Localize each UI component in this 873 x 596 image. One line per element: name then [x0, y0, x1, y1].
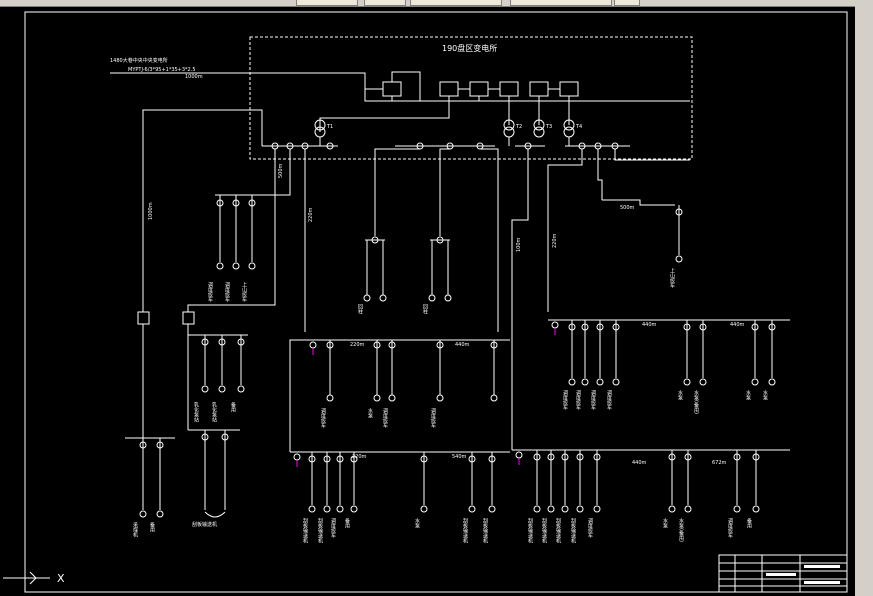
- load-label: 水泵: [762, 389, 768, 400]
- load-label: 调度绞车: [382, 407, 388, 429]
- bus-line: 440m 672m 刮板输送机 刮板输送机 刮板输送机 刮板输送机 调度绞车 水…: [512, 449, 790, 544]
- feeder-cables: 1000m 500m 220m 100m 220m: [142, 109, 690, 450]
- load-label: 刮板输送机: [462, 517, 468, 544]
- bus-length: 500m: [620, 205, 635, 211]
- load-label: 刮板输送机: [317, 517, 323, 544]
- load-label: 上山绞车: [669, 267, 675, 289]
- load-label: 刮板输送机: [192, 521, 217, 528]
- feed-length: 1000m: [185, 74, 203, 80]
- cable-length: 220m: [552, 233, 558, 248]
- load-label: 水泵: [745, 389, 751, 400]
- substation-title: 190盘区变电所: [442, 43, 497, 53]
- cable-length: 500m: [278, 163, 284, 178]
- incoming-feed: 1480大巷中央中央变电所 MYPTJ-6/3*95+1*35+3*2.5 10…: [110, 57, 690, 102]
- load-label: 调度绞车: [727, 517, 733, 539]
- cable-length: 1000m: [148, 202, 154, 220]
- bus-length: 440m: [632, 460, 647, 466]
- bus-length: 440m: [730, 322, 745, 328]
- vertical-scrollbar[interactable]: [855, 6, 873, 596]
- bus-length: 220m: [352, 454, 367, 460]
- load-label: 调度绞车: [606, 389, 612, 411]
- cable-length: 220m: [308, 207, 314, 222]
- load-label: 上山绞车: [241, 281, 247, 303]
- load-label: 调度绞车: [590, 389, 596, 411]
- load-label: 刮板输送机: [302, 517, 308, 544]
- toolbar: [0, 0, 873, 7]
- load-group: 回柱 回柱: [357, 236, 452, 315]
- load-label: 刮板输送机: [555, 517, 561, 544]
- substation-equipment: [319, 71, 579, 132]
- toolbar-button[interactable]: [510, 0, 612, 6]
- feed-source: 1480大巷中央中央变电所: [110, 57, 168, 64]
- toolbar-button[interactable]: [614, 0, 640, 6]
- svg-text:X: X: [57, 572, 65, 585]
- load-label: 调度绞车: [224, 281, 230, 303]
- transformer-label: T2: [515, 124, 522, 130]
- load-label: 刮板输送机: [570, 517, 576, 544]
- drawing-border: [24, 11, 848, 593]
- transformer-label: T1: [326, 124, 333, 130]
- feeder-switches: [137, 311, 248, 438]
- load-label: 采煤机: [132, 521, 138, 538]
- bus-line: 440m 440m 调度绞车 调度绞车 调度绞车 调度绞车 水泵 水泵(备用) …: [548, 319, 790, 414]
- load-label: 刮板输送机: [482, 517, 488, 544]
- load-label: 调度绞车: [330, 517, 336, 539]
- bus-length: 672m: [712, 460, 727, 466]
- transformer-label: T3: [545, 124, 552, 130]
- load-label: 水泵(备用): [678, 517, 684, 542]
- load-label: 水泵(备用): [693, 389, 699, 414]
- load-label: 备用: [746, 517, 752, 529]
- load-label: 备用: [149, 521, 155, 533]
- load-label: 回柱: [422, 304, 428, 315]
- load-label: 调度绞车: [320, 407, 326, 429]
- load-label: 水泵: [677, 389, 683, 400]
- load-group: 刮板输送机: [188, 429, 240, 528]
- load-label: 备用: [344, 517, 350, 529]
- load-label: 水泵: [367, 407, 373, 418]
- load-label: 回柱: [357, 304, 363, 315]
- transformers: T1 T2 T3 T4: [314, 119, 582, 138]
- load-label: 调度绞车: [207, 281, 213, 303]
- load-label: 水泵: [414, 517, 420, 528]
- bus-length: 440m: [642, 322, 657, 328]
- load-label: 刮板输送机: [527, 517, 533, 544]
- load-group: 乳化泵站 乳化泵站 备用: [193, 335, 245, 423]
- load-group: 采煤机 备用: [125, 437, 175, 538]
- bus-length: 540m: [452, 454, 467, 460]
- load-label: 调度绞车: [575, 389, 581, 411]
- bus-line: 220m 540m 刮板输送机 刮板输送机 调度绞车 备用 水泵 刮板输送机 刮…: [289, 339, 510, 544]
- toolbar-button[interactable]: [296, 0, 358, 6]
- title-block: [718, 554, 848, 593]
- cable-length: 100m: [516, 237, 522, 252]
- transformer-label: T4: [575, 124, 582, 130]
- load-label: 刮板输送机: [541, 517, 547, 544]
- toolbar-button[interactable]: [410, 0, 502, 6]
- ucs-axis-icon: X: [3, 571, 65, 585]
- substation-buses: [262, 137, 630, 150]
- bus-line: 220m 440m 调度绞车 水泵 调度绞车 调度绞车: [305, 339, 510, 429]
- load-label: 乳化泵站: [193, 401, 199, 423]
- load-label: 调度绞车: [430, 407, 436, 429]
- load-label: 调度绞车: [562, 389, 568, 411]
- load-label: 水泵: [662, 517, 668, 528]
- drawing-canvas[interactable]: X 190盘区变电所 1480大巷中央中央变电所 MYPTJ-6/3*95+1*…: [0, 7, 855, 596]
- substation-box: [249, 36, 693, 160]
- feed-cable: MYPTJ-6/3*95+1*35+3*2.5: [128, 67, 196, 73]
- bus-length: 440m: [455, 342, 470, 348]
- load-label: 备用: [230, 401, 236, 413]
- bus-length: 220m: [350, 342, 365, 348]
- load-label: 调度绞车: [587, 517, 593, 539]
- load-group: 上山绞车 500m: [602, 199, 683, 289]
- toolbar-button[interactable]: [364, 0, 406, 6]
- load-label: 乳化泵站: [211, 401, 217, 423]
- load-group: 调度绞车 调度绞车 上山绞车: [207, 194, 265, 303]
